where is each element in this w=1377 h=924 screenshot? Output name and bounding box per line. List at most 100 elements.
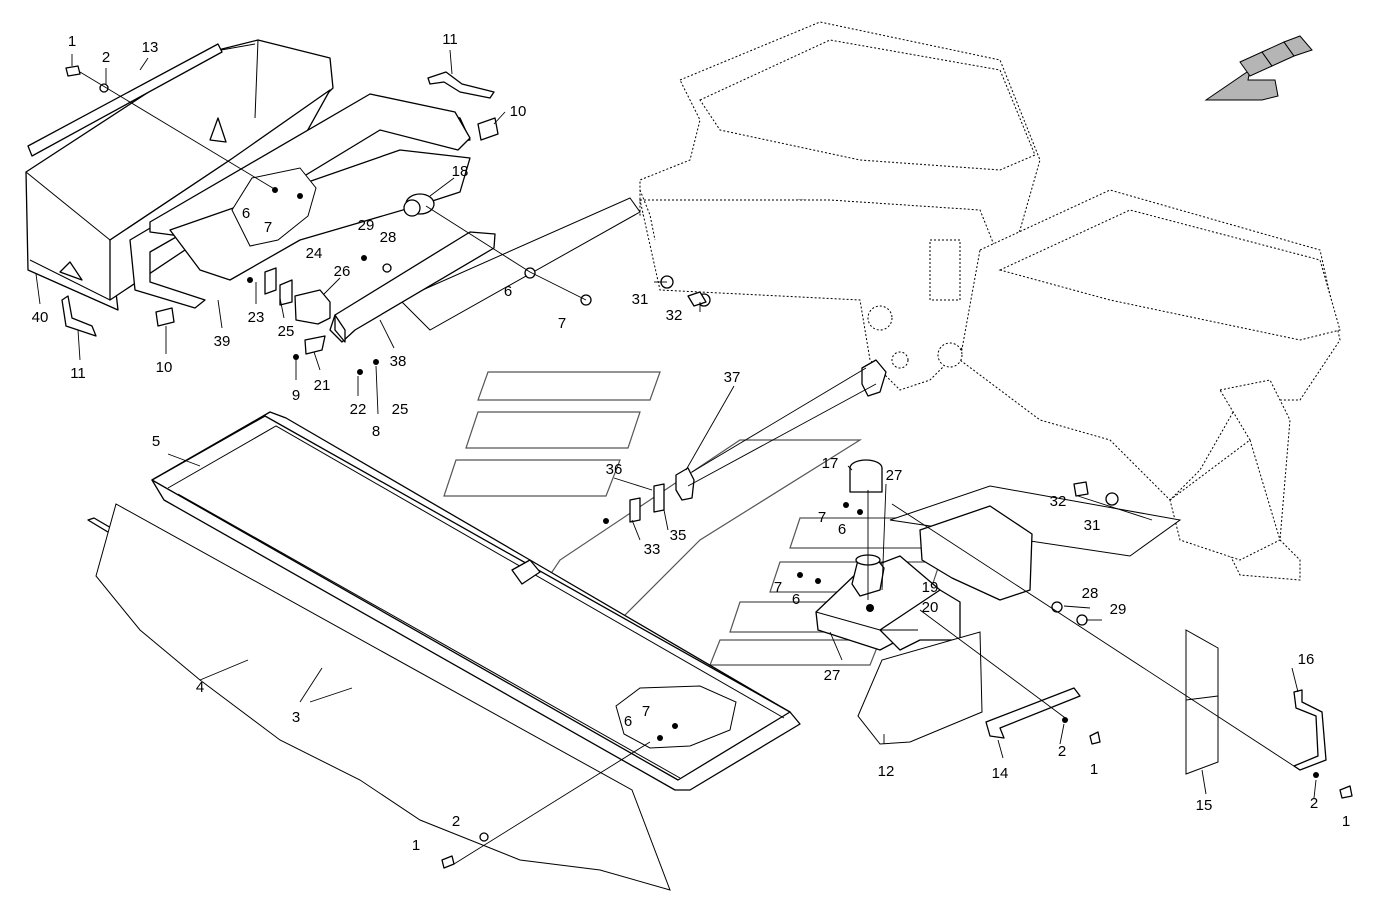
callout-2: 2 [1310,795,1318,812]
part-16-bracket [1293,689,1327,771]
part-11-bottom-bracket [61,295,97,337]
callout-1: 1 [412,837,420,854]
callout-2: 2 [102,49,110,66]
callout-8: 8 [372,423,380,440]
part-1-bolt-c [1089,731,1101,745]
callout-2: 2 [1058,743,1066,760]
callout-3: 3 [292,709,300,726]
callout-32: 32 [1050,493,1067,510]
callout-9: 9 [292,387,300,404]
callout-19: 19 [922,579,939,596]
callout-7: 7 [558,315,566,332]
callout-14: 14 [992,765,1009,782]
callout-29: 29 [1110,601,1127,618]
detail-cloud-lower [615,685,737,749]
detail-cloud-upper [231,167,317,247]
callout-13: 13 [142,39,159,56]
callout-1: 1 [68,33,76,50]
part-39-tube-frame [129,93,471,309]
callout-25: 25 [392,401,409,418]
callout-27: 27 [824,667,841,684]
callout-1: 1 [1090,761,1098,778]
part-38-bracket-face [334,314,346,343]
part-29-nut-b [1076,614,1088,626]
part-38-bracket [329,231,496,343]
callout-7: 7 [642,703,650,720]
callout-37: 37 [724,369,741,386]
callout-28: 28 [1082,585,1099,602]
callout-20: 20 [922,599,939,616]
callout-29: 29 [358,217,375,234]
part-32-bolt-a [687,291,707,307]
callout-17: 17 [822,455,839,472]
callout-26: 26 [334,263,351,280]
callout-7: 7 [264,219,272,236]
callout-10: 10 [510,103,527,120]
part-4-floor-sheet [95,503,671,891]
callout-25: 25 [278,323,295,340]
part-7-nut-a [297,193,303,199]
part-6-washer-e [657,735,663,741]
callout-21: 21 [314,377,331,394]
callout-labels: 1 2 13 11 10 18 6 7 29 28 24 26 6 7 31 3… [32,31,1351,854]
part-18-roller-end [403,199,421,217]
callout-31: 31 [632,291,649,308]
part-28-washer-b [1051,601,1063,613]
callout-27: 27 [886,467,903,484]
callout-2: 2 [452,813,460,830]
part-27-housing [815,505,1033,651]
part-17-cap-body [849,468,883,493]
callout-4: 4 [196,679,204,696]
direction-arrow-icon [1204,35,1313,101]
callout-22: 22 [350,401,367,418]
callout-6: 6 [792,591,800,608]
callout-5: 5 [152,433,160,450]
part-32-bolt-b [1073,481,1089,497]
arrow-stripe-3 [1283,35,1313,57]
part-1-bolt-d [1339,785,1353,799]
callout-11: 11 [70,365,86,382]
part-1-bolt-b [441,855,455,869]
callout-10: 10 [156,359,173,376]
part-31-washer-b [1105,492,1119,506]
part-12-cover [857,631,983,745]
callout-31: 31 [1084,517,1101,534]
callout-36: 36 [606,461,623,478]
callout-1: 1 [1342,813,1350,830]
callout-32: 32 [666,307,683,324]
part-10-top-plate [477,117,499,141]
part-20-washer [866,604,874,612]
callout-6: 6 [838,521,846,538]
callout-39: 39 [214,333,231,350]
part-14-bracket [985,687,1081,739]
machine-body-outline [640,22,1341,581]
arrow-head [1204,68,1279,101]
callout-6: 6 [624,713,632,730]
callout-6: 6 [504,283,512,300]
part-1-bolt-a [65,65,81,77]
part-2-washer-b [479,832,489,842]
callout-40: 40 [32,309,49,326]
callout-18: 18 [452,163,469,180]
part-37-hinge-group [603,359,887,524]
callout-24: 24 [306,245,323,262]
callout-11: 11 [442,31,458,48]
callout-16: 16 [1298,651,1315,668]
part-2-washer-a [99,83,109,93]
part-10-bottom-plate [155,307,175,327]
floor-sheet-right [889,485,1182,557]
callout-12: 12 [878,763,895,780]
part-11-top-bracket [427,71,495,99]
part-7-nut-e [672,723,678,729]
callout-38: 38 [390,353,407,370]
callout-35: 35 [670,527,687,544]
callout-6: 6 [242,205,250,222]
callout-7: 7 [774,579,782,596]
callout-15: 15 [1196,797,1213,814]
callout-33: 33 [644,541,661,558]
leader-lines [35,49,1317,865]
part-13-top-strip [27,43,223,157]
fastener-cluster-left [247,255,711,375]
